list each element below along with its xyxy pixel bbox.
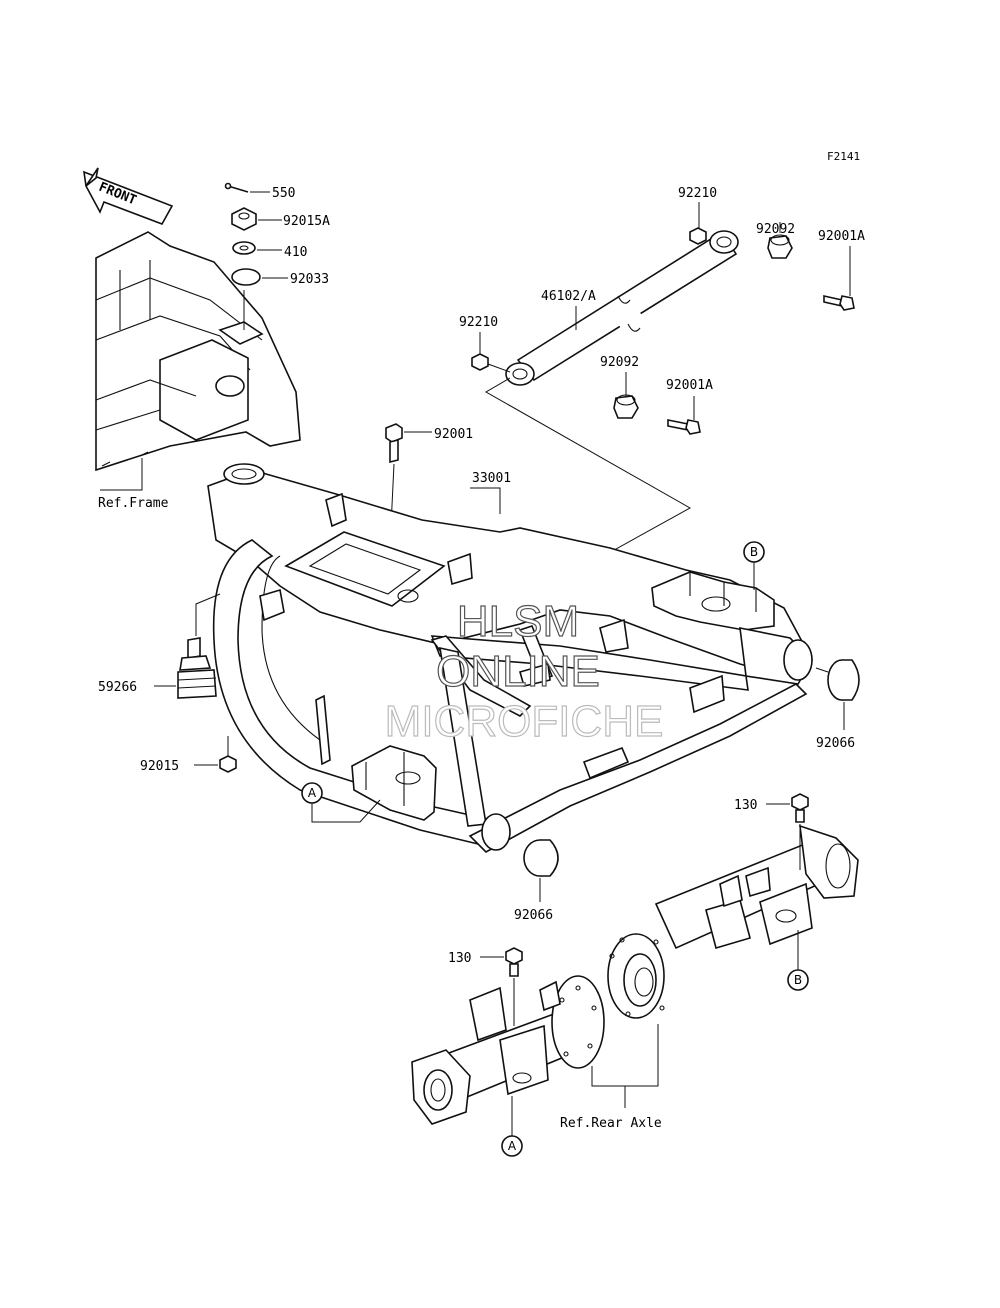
rear-axle-housing-left <box>411 975 605 1125</box>
circlip-icon <box>231 268 261 286</box>
watermark-line1: HLSM <box>457 597 579 646</box>
bolt-92001 <box>385 423 403 464</box>
callout-130-right: 130 <box>734 798 757 813</box>
callout-33001: 33001 <box>472 471 511 486</box>
callout-92001a-top: 92001A <box>818 229 865 244</box>
ref-frame-drawing <box>95 231 301 472</box>
ref-frame-label: Ref.Frame <box>98 496 169 511</box>
callout-92092-top: 92092 <box>756 222 795 237</box>
marker-a-axle <box>501 1135 523 1157</box>
callout-410: 410 <box>284 245 307 260</box>
figure-code: F2141 <box>827 150 860 163</box>
callout-92001a-mid: 92001A <box>666 378 713 393</box>
callout-92210-left: 92210 <box>459 315 498 330</box>
callout-46102a: 46102/A <box>541 289 596 304</box>
watermark: HLSM ONLINE MICROFICHE <box>384 596 664 746</box>
bolt-130-left <box>505 947 523 977</box>
marker-b-frame-label: B <box>750 545 758 559</box>
rear-axle-housing-right <box>607 824 859 1019</box>
bushing-92092-mid <box>613 394 639 419</box>
bushing-92092-top <box>767 234 793 259</box>
cotter-pin-icon <box>224 182 249 193</box>
callout-59266: 59266 <box>98 680 137 695</box>
callout-92066-right: 92066 <box>816 736 855 751</box>
ref-rear-axle-label: Ref.Rear Axle <box>560 1116 662 1131</box>
nut-92210-top <box>689 227 707 245</box>
marker-b-axle-label: B <box>794 973 802 987</box>
callout-92015: 92015 <box>140 759 179 774</box>
watermark-line2: ONLINE <box>436 647 600 696</box>
main-frame-33001 <box>207 463 814 853</box>
castle-nut-icon <box>231 207 257 231</box>
bolt-130-right <box>791 793 809 823</box>
marker-a-frame-label: A <box>308 786 317 800</box>
front-arrow-icon: FRONT <box>83 167 174 225</box>
cap-92066-right <box>827 659 860 701</box>
callout-92066-bottom: 92066 <box>514 908 553 923</box>
callout-92001: 92001 <box>434 427 473 442</box>
tie-rod-46102a <box>505 230 739 386</box>
callout-92033: 92033 <box>290 272 329 287</box>
callout-92210-top: 92210 <box>678 186 717 201</box>
rubber-mount-59266 <box>177 637 217 699</box>
callout-92092-mid: 92092 <box>600 355 639 370</box>
nut-92210-left <box>471 353 489 371</box>
cap-92066-bottom <box>523 839 559 877</box>
callout-550: 550 <box>272 186 295 201</box>
nut-92015 <box>219 755 237 773</box>
callout-130-left: 130 <box>448 951 471 966</box>
bolt-92001a-mid <box>667 419 701 435</box>
bolt-92001a-top <box>823 295 855 311</box>
callout-92015a: 92015A <box>283 214 330 229</box>
watermark-line3: MICROFICHE <box>385 697 664 746</box>
marker-a-axle-label: A <box>508 1139 517 1153</box>
marker-b-axle <box>787 969 809 991</box>
washer-icon <box>232 241 256 255</box>
